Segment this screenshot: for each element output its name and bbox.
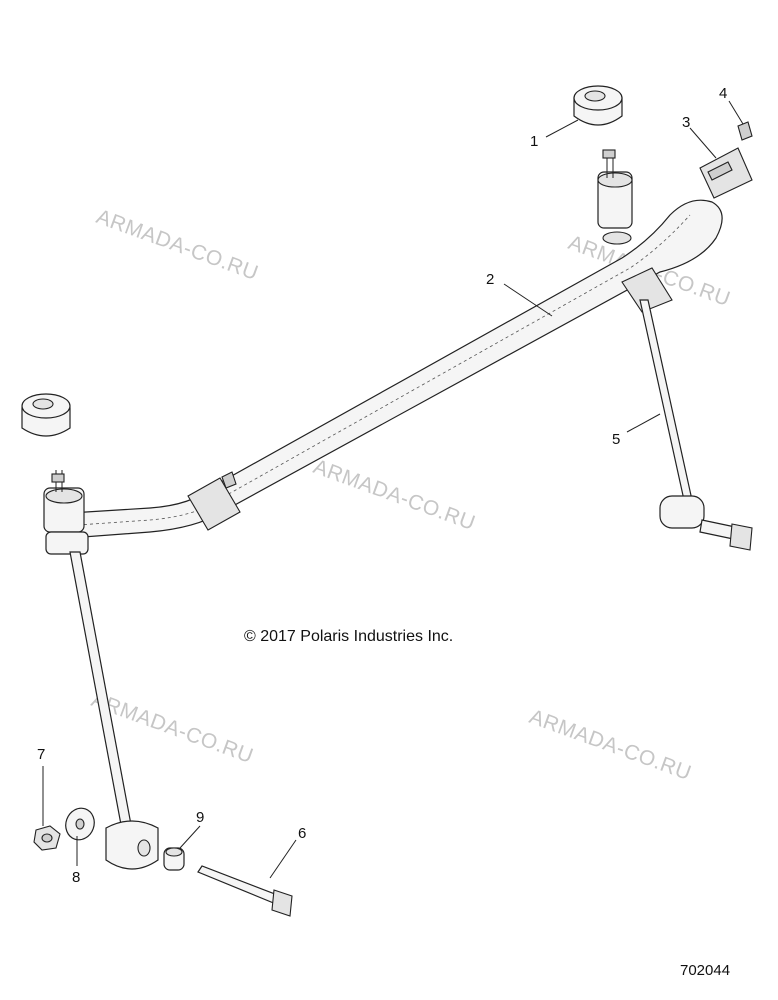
bolt-part-6 [197, 865, 293, 917]
callout-9: 9 [196, 809, 204, 826]
copyright-notice: © 2017 Polaris Industries Inc. [244, 628, 453, 645]
callout-8: 8 [72, 869, 80, 886]
callout-2: 2 [486, 271, 494, 288]
stabilizer-bar [69, 199, 723, 539]
left-clamp-bolt [221, 471, 237, 489]
watermark-1: ARMADA-CO.RU [93, 205, 261, 285]
callout-1: 1 [530, 133, 538, 150]
callouts: 1 2 3 4 5 6 7 8 9 [37, 85, 727, 886]
left-bar-bushing [43, 470, 89, 555]
watermark-5: ARMADA-CO.RU [526, 705, 694, 785]
bushing-part-1 [573, 85, 623, 126]
left-link-rod [69, 551, 159, 870]
callout-6: 6 [298, 825, 306, 842]
washer-part-8 [65, 807, 95, 841]
watermark-3: ARMADA-CO.RU [310, 455, 478, 535]
bushing-left-loose [21, 393, 71, 437]
bar-centerline [77, 214, 691, 526]
leader-lines [42, 100, 744, 879]
clip-part-4 [737, 121, 753, 141]
callout-5: 5 [612, 431, 620, 448]
callout-4: 4 [719, 85, 727, 102]
callout-3: 3 [682, 114, 690, 131]
right-bar-clamp [621, 267, 673, 313]
document-number: 702044 [680, 962, 730, 979]
spacer-part-9 [163, 847, 185, 871]
nut-part-7 [33, 825, 61, 851]
bracket-part-3 [699, 147, 753, 199]
callout-7: 7 [37, 746, 45, 763]
link-rod-part-5 [639, 299, 753, 551]
left-bar-clamp [187, 477, 241, 531]
right-bar-bushing [597, 149, 633, 245]
